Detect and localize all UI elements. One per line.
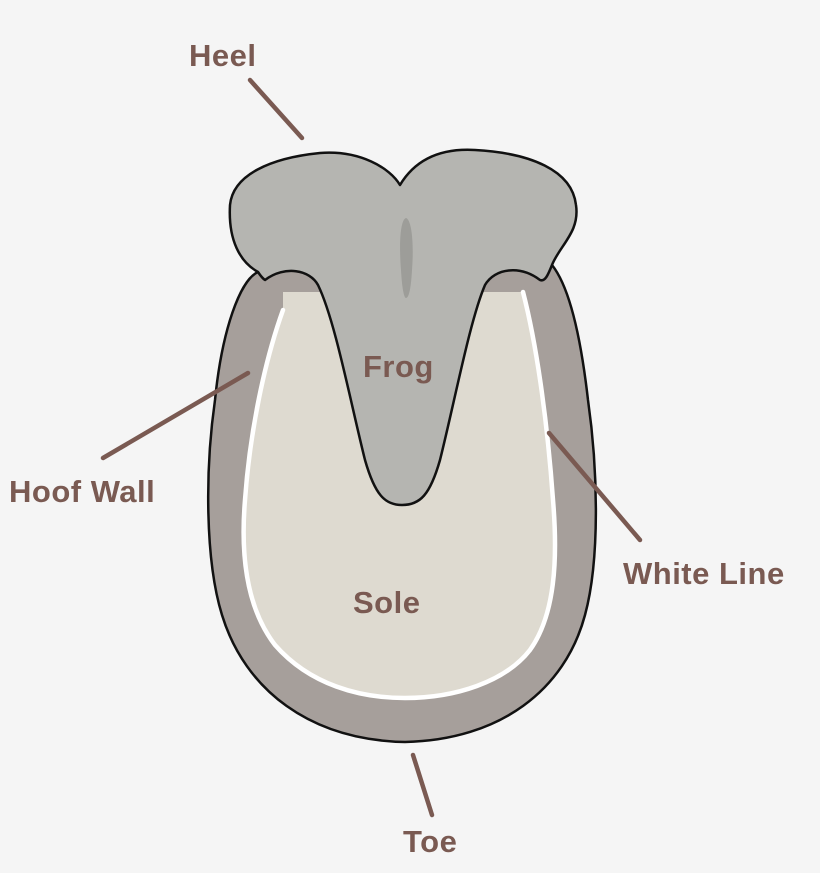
white-line-leader-line <box>546 430 643 543</box>
sole-label: Sole <box>353 585 420 620</box>
frog-label: Frog <box>363 349 434 384</box>
frog-groove-shape <box>400 218 413 298</box>
toe-label: Toe <box>403 824 457 859</box>
white-line-shape <box>241 289 558 701</box>
hoof-wall-label: Hoof Wall <box>9 474 155 509</box>
toe-leader-line <box>410 752 435 818</box>
heel-leader-line <box>247 77 305 141</box>
heel-label: Heel <box>189 38 256 73</box>
hoof-wall-leader-line <box>100 370 251 461</box>
frog-shape <box>228 148 578 507</box>
white-line-label: White Line <box>623 556 785 591</box>
